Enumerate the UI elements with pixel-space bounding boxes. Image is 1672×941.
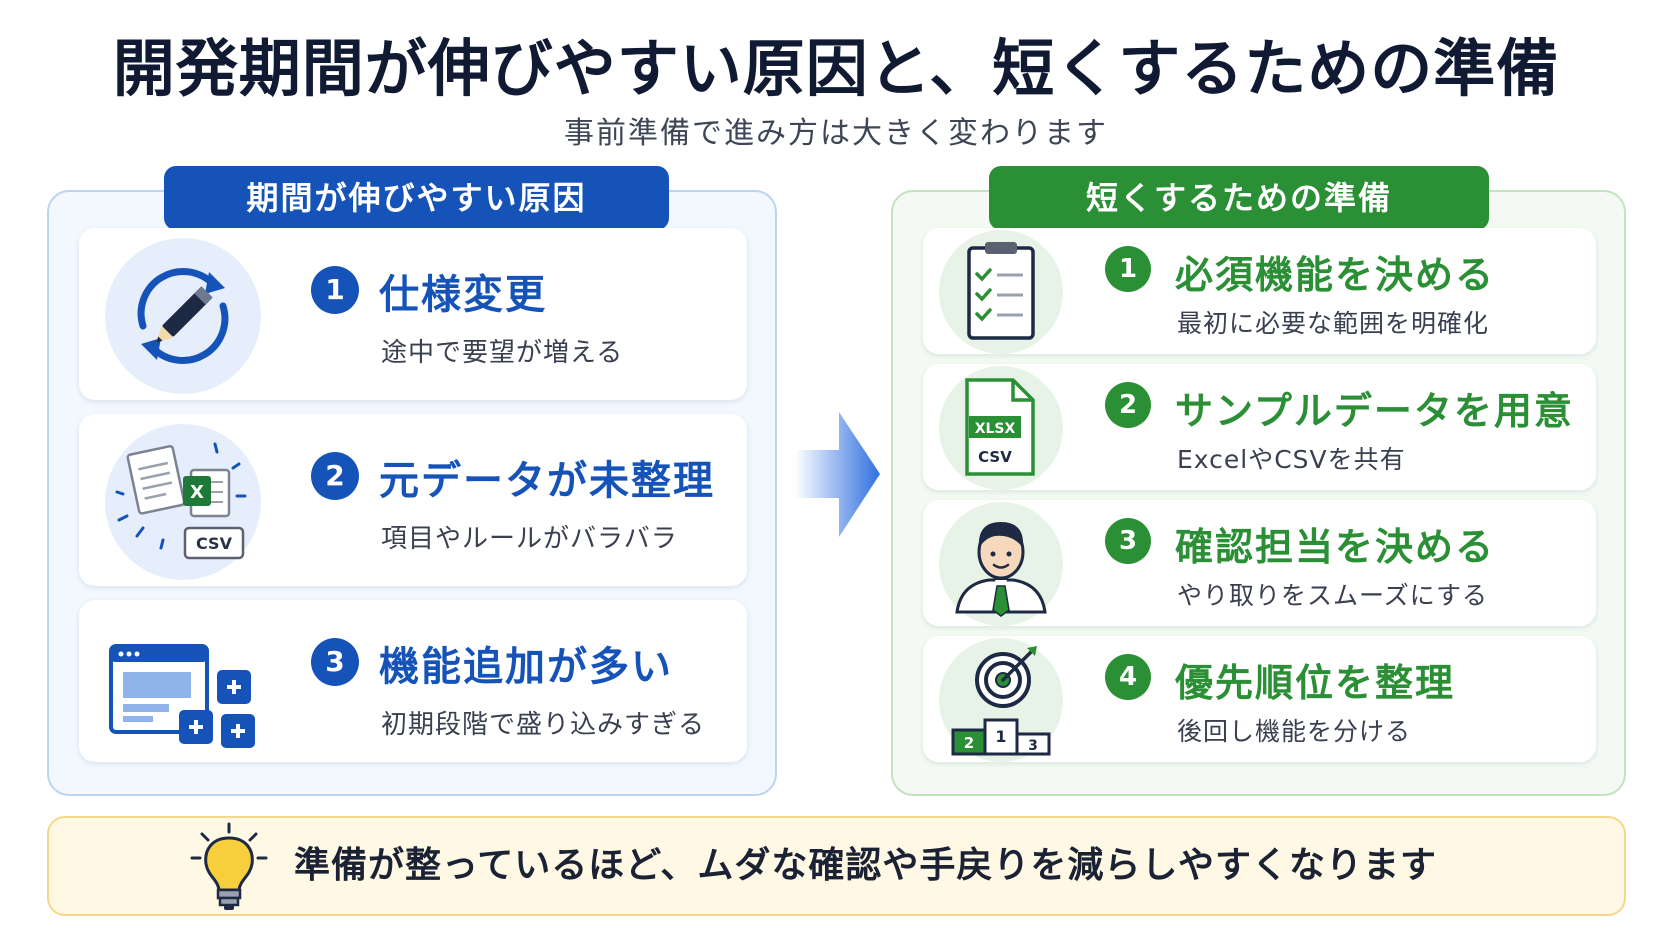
preparation-panel-heading: 短くするための準備	[989, 166, 1489, 230]
cause-title-3: 機能追加が多い	[379, 644, 673, 690]
cause-description-1: 途中で要望が増える	[381, 338, 624, 368]
footer-message: 準備が整っているほど、ムダな確認や手戻りを減らしやすくなります	[294, 845, 1438, 886]
causes-panel-heading: 期間が伸びやすい原因	[164, 166, 669, 230]
cause-number-2: 2	[311, 452, 359, 500]
lightbulb-icon	[190, 822, 268, 910]
svg-text:X: X	[190, 482, 204, 503]
prep-card-1: 1 必須機能を決める 最初に必要な範囲を明確化	[923, 228, 1596, 354]
prep-card-3: 3 確認担当を決める やり取りをスムーズにする	[923, 500, 1596, 626]
prep-description-1: 最初に必要な範囲を明確化	[1177, 309, 1490, 338]
cause-number-3: 3	[311, 638, 359, 686]
prep-number-4: 4	[1105, 654, 1151, 700]
cause-number-1: 1	[311, 266, 359, 314]
cause-title-2: 元データが未整理	[379, 458, 715, 504]
prep-description-2: ExcelやCSVを共有	[1177, 445, 1406, 474]
prep-icon-xlsx-label: XLSX	[975, 421, 1016, 437]
podium-label-3: 3	[1028, 738, 1038, 754]
person-icon	[939, 502, 1063, 626]
prep-number-3: 3	[1105, 518, 1151, 564]
prep-description-4: 後回し機能を分ける	[1177, 717, 1412, 746]
prep-icon-csv-label: CSV	[978, 448, 1012, 466]
scattered-files-icon: X CSV	[105, 424, 261, 580]
prep-number-1: 1	[1105, 246, 1151, 292]
cause-icon-csv-label: CSV	[196, 534, 233, 553]
right-arrow-icon	[795, 412, 880, 537]
causes-panel: 期間が伸びやすい原因 1 仕様変更 途中で要望が増える	[47, 166, 777, 796]
cause-card-2: X CSV 2 元データが未整理 項目やルールがバラバラ	[79, 414, 747, 586]
page-title: 開発期間が伸びやすい原因と、短くするための準備	[112, 32, 1560, 105]
cause-title-1: 仕様変更	[379, 272, 547, 318]
refresh-pencil-icon	[105, 238, 261, 394]
prep-number-2: 2	[1105, 382, 1151, 428]
prep-title-4: 優先順位を整理	[1175, 661, 1456, 705]
cause-card-1: 1 仕様変更 途中で要望が増える	[79, 228, 747, 400]
target-podium-icon: 2 1 3	[939, 638, 1063, 762]
cause-description-2: 項目やルールがバラバラ	[381, 524, 678, 554]
prep-card-4: 2 1 3 4 優先順位を整理 後回し機能を分ける	[923, 636, 1596, 762]
footer-banner: 準備が整っているほど、ムダな確認や手戻りを減らしやすくなります	[47, 816, 1626, 916]
xlsx-csv-file-icon: XLSX CSV	[939, 366, 1063, 490]
page-subtitle: 事前準備で進み方は大きく変わります	[564, 116, 1108, 151]
prep-title-1: 必須機能を決める	[1175, 253, 1496, 297]
podium-label-2: 2	[964, 734, 974, 752]
prep-title-3: 確認担当を決める	[1175, 525, 1496, 569]
preparation-panel: 短くするための準備 1 必須機能を決める 最初に必要な範囲を明確化	[891, 166, 1626, 796]
prep-title-2: サンプルデータを用意	[1175, 389, 1574, 433]
cause-description-3: 初期段階で盛り込みすぎる	[381, 710, 706, 740]
podium-label-1: 1	[995, 727, 1006, 746]
cause-card-3: 3 機能追加が多い 初期段階で盛り込みすぎる	[79, 600, 747, 762]
window-plus-icon	[105, 610, 261, 766]
prep-card-2: XLSX CSV 2 サンプルデータを用意 ExcelやCSVを共有	[923, 364, 1596, 490]
checklist-clipboard-icon	[939, 230, 1063, 354]
prep-description-3: やり取りをスムーズにする	[1177, 581, 1489, 610]
